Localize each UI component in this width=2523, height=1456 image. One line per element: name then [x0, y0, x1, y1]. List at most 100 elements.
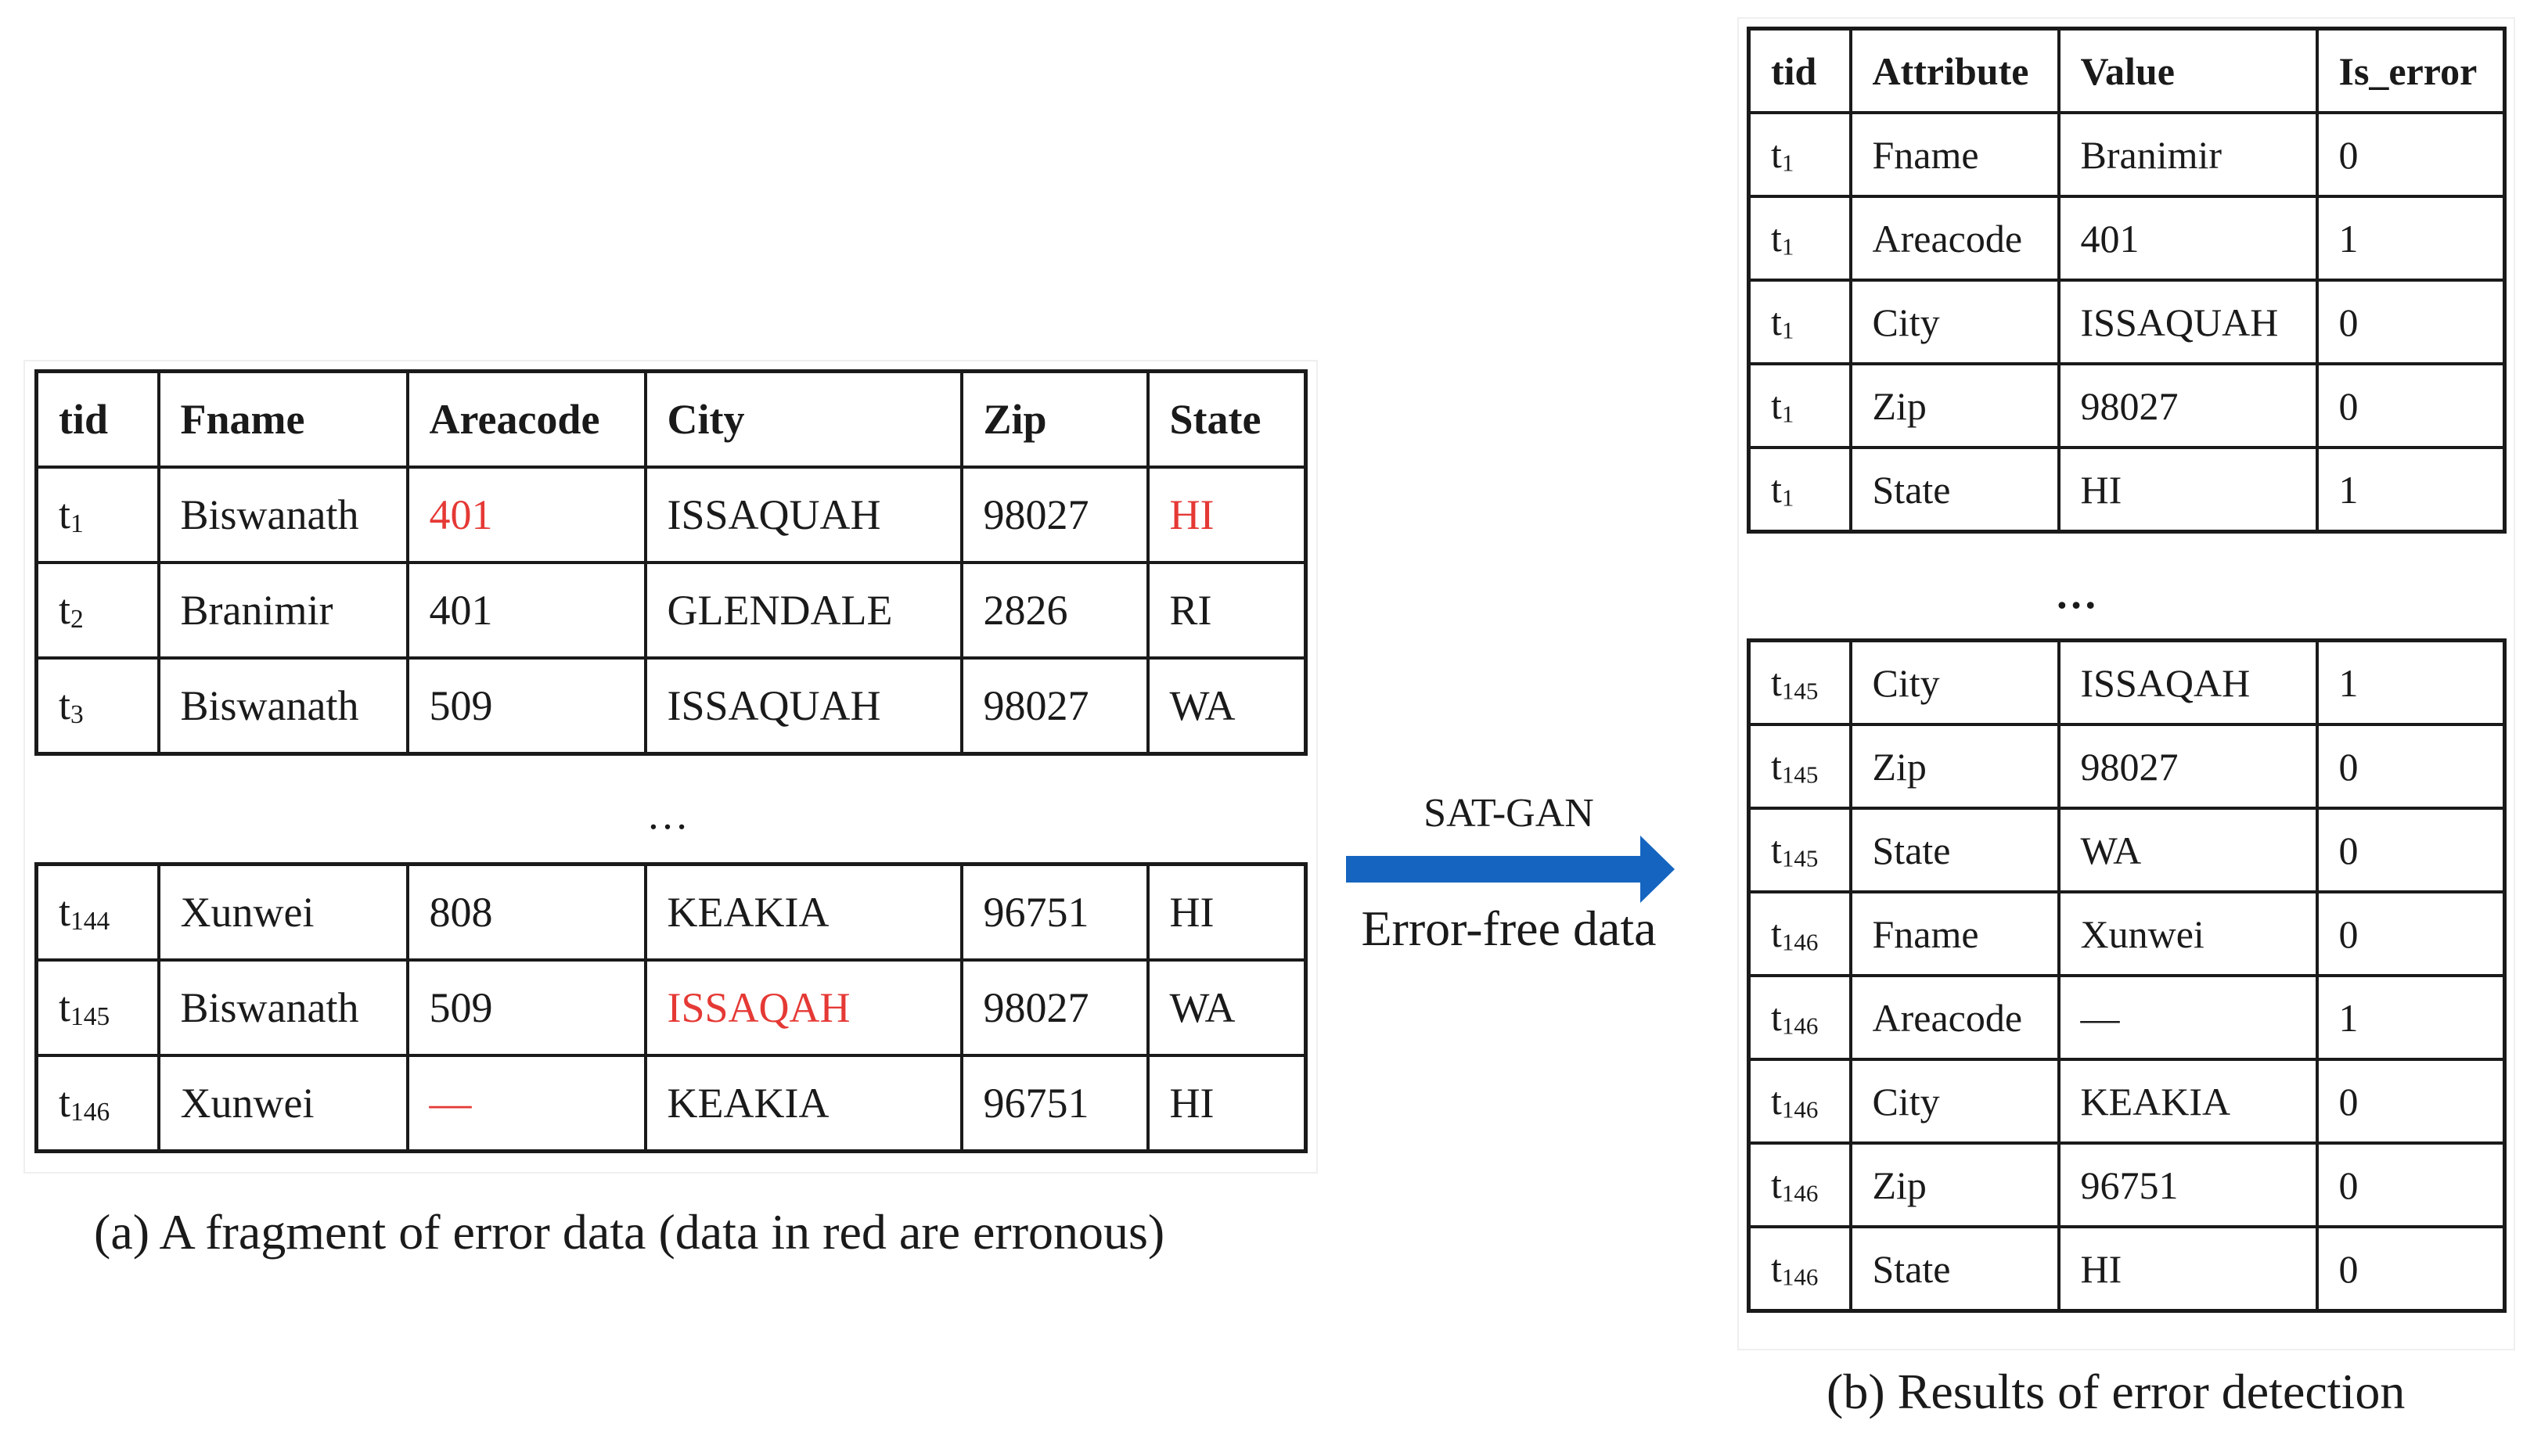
tid-cell: t144 — [34, 862, 160, 962]
is-error-cell: 0 — [2315, 1141, 2507, 1228]
table-row: t146 Zip 96751 0 — [1747, 1141, 2507, 1228]
table-row: t145 City ISSAQAH 1 — [1747, 638, 2507, 726]
is-error-cell: 1 — [2315, 638, 2507, 726]
areacode-cell-error: — — [405, 1054, 647, 1153]
table-row: t146 Xunwei — KEAKIA 96751 HI — [34, 1054, 1308, 1153]
tid-cell: t1 — [1747, 446, 1852, 534]
is-error-cell: 1 — [2315, 974, 2507, 1061]
table-row: t1 Biswanath 401 ISSAQUAH 98027 HI — [34, 466, 1308, 564]
value-cell: HI — [2057, 446, 2319, 534]
state-cell: HI — [1146, 862, 1308, 962]
value-cell: Xunwei — [2057, 890, 2319, 977]
header-fname: Fname — [157, 369, 409, 469]
attribute-cell: City — [1848, 638, 2061, 726]
table-row: t144 Xunwei 808 KEAKIA 96751 HI — [34, 862, 1308, 962]
areacode-cell: 509 — [405, 656, 647, 756]
value-cell: WA — [2057, 807, 2319, 893]
is-error-cell: 0 — [2315, 723, 2507, 810]
is-error-cell: 0 — [2315, 1058, 2507, 1145]
zip-cell: 96751 — [959, 862, 1150, 962]
tid-cell: t145 — [34, 958, 160, 1057]
attribute-cell: Areacode — [1848, 974, 2061, 1061]
detection-results-table-top: tid Attribute Value Is_error t1 Fname Br… — [1747, 27, 2507, 534]
header-tid: tid — [34, 369, 160, 469]
header-value: Value — [2057, 27, 2319, 114]
table-row: t145 Biswanath 509 ISSAQAH 98027 WA — [34, 958, 1308, 1057]
arrow-top-label: SAT-GAN — [1423, 791, 1594, 836]
attribute-cell: Zip — [1848, 1141, 2061, 1228]
fname-cell: Xunwei — [157, 862, 409, 962]
attribute-cell: Zip — [1848, 723, 2061, 810]
tid-cell: t146 — [1747, 974, 1852, 1061]
error-data-header-row: tid Fname Areacode City Zip State — [34, 369, 1308, 469]
is-error-cell: 1 — [2315, 195, 2507, 282]
tid-cell: t146 — [1747, 1141, 1852, 1228]
value-cell: 96751 — [2057, 1141, 2319, 1228]
attribute-cell: State — [1848, 1225, 2061, 1313]
right-ellipsis: … — [2055, 570, 2097, 617]
zip-cell: 96751 — [959, 1054, 1150, 1153]
table-row: t1 Fname Branimir 0 — [1747, 111, 2507, 198]
value-cell: 98027 — [2057, 362, 2319, 449]
table-row: t1 State HI 1 — [1747, 446, 2507, 534]
value-cell: ISSAQAH — [2057, 638, 2319, 726]
table-row: t146 Fname Xunwei 0 — [1747, 890, 2507, 977]
value-cell: ISSAQUAH — [2057, 279, 2319, 365]
tid-cell: t146 — [1747, 1225, 1852, 1313]
tid-cell: t2 — [34, 561, 160, 660]
attribute-cell: City — [1848, 1058, 2061, 1145]
tid-cell: t1 — [34, 466, 160, 564]
value-cell: KEAKIA — [2057, 1058, 2319, 1145]
tid-cell: t1 — [1747, 362, 1852, 449]
state-cell: WA — [1146, 656, 1308, 756]
tid-cell: t145 — [1747, 807, 1852, 893]
areacode-cell: 509 — [405, 958, 647, 1057]
city-cell-error: ISSAQAH — [643, 958, 963, 1057]
zip-cell: 98027 — [959, 958, 1150, 1057]
left-caption: (a) A fragment of error data (data in re… — [94, 1204, 1165, 1260]
arrow-bottom-label: Error-free data — [1361, 901, 1657, 956]
fname-cell: Biswanath — [157, 656, 409, 756]
value-cell: 401 — [2057, 195, 2319, 282]
attribute-cell: Zip — [1848, 362, 2061, 449]
header-tid: tid — [1747, 27, 1852, 114]
tid-cell: t1 — [1747, 111, 1852, 198]
attribute-cell: Areacode — [1848, 195, 2061, 282]
fname-cell: Biswanath — [157, 958, 409, 1057]
table-row: t3 Biswanath 509 ISSAQUAH 98027 WA — [34, 656, 1308, 756]
table-row: t145 State WA 0 — [1747, 807, 2507, 893]
header-areacode: Areacode — [405, 369, 647, 469]
header-is-error: Is_error — [2315, 27, 2507, 114]
is-error-cell: 1 — [2315, 446, 2507, 534]
value-cell: 98027 — [2057, 723, 2319, 810]
areacode-cell: 401 — [405, 561, 647, 660]
table-row: t146 Areacode — 1 — [1747, 974, 2507, 1061]
zip-cell: 98027 — [959, 466, 1150, 564]
right-figure-frame — [1737, 17, 2515, 1350]
is-error-cell: 0 — [2315, 362, 2507, 449]
state-cell: WA — [1146, 958, 1308, 1057]
city-cell: ISSAQUAH — [643, 466, 963, 564]
right-caption: (b) Results of error detection — [1827, 1364, 2406, 1419]
detection-results-table-bottom: t145 City ISSAQAH 1 t145 Zip 98027 0 t14… — [1747, 638, 2507, 1313]
zip-cell: 2826 — [959, 561, 1150, 660]
city-cell: GLENDALE — [643, 561, 963, 660]
attribute-cell: State — [1848, 807, 2061, 893]
attribute-cell: City — [1848, 279, 2061, 365]
right-arrow-icon — [1346, 836, 1675, 903]
tid-cell: t145 — [1747, 723, 1852, 810]
is-error-cell: 0 — [2315, 111, 2507, 198]
header-zip: Zip — [959, 369, 1150, 469]
detection-header-row: tid Attribute Value Is_error — [1747, 27, 2507, 114]
tid-cell: t1 — [1747, 279, 1852, 365]
table-row: t146 State HI 0 — [1747, 1225, 2507, 1313]
table-row: t1 City ISSAQUAH 0 — [1747, 279, 2507, 365]
tid-cell: t146 — [1747, 890, 1852, 977]
areacode-cell: 808 — [405, 862, 647, 962]
attribute-cell: State — [1848, 446, 2061, 534]
error-data-table-top: tid Fname Areacode City Zip State t1 Bis… — [34, 369, 1308, 756]
state-cell-error: HI — [1146, 466, 1308, 564]
state-cell: RI — [1146, 561, 1308, 660]
city-cell: KEAKIA — [643, 862, 963, 962]
table-row: t1 Zip 98027 0 — [1747, 362, 2507, 449]
